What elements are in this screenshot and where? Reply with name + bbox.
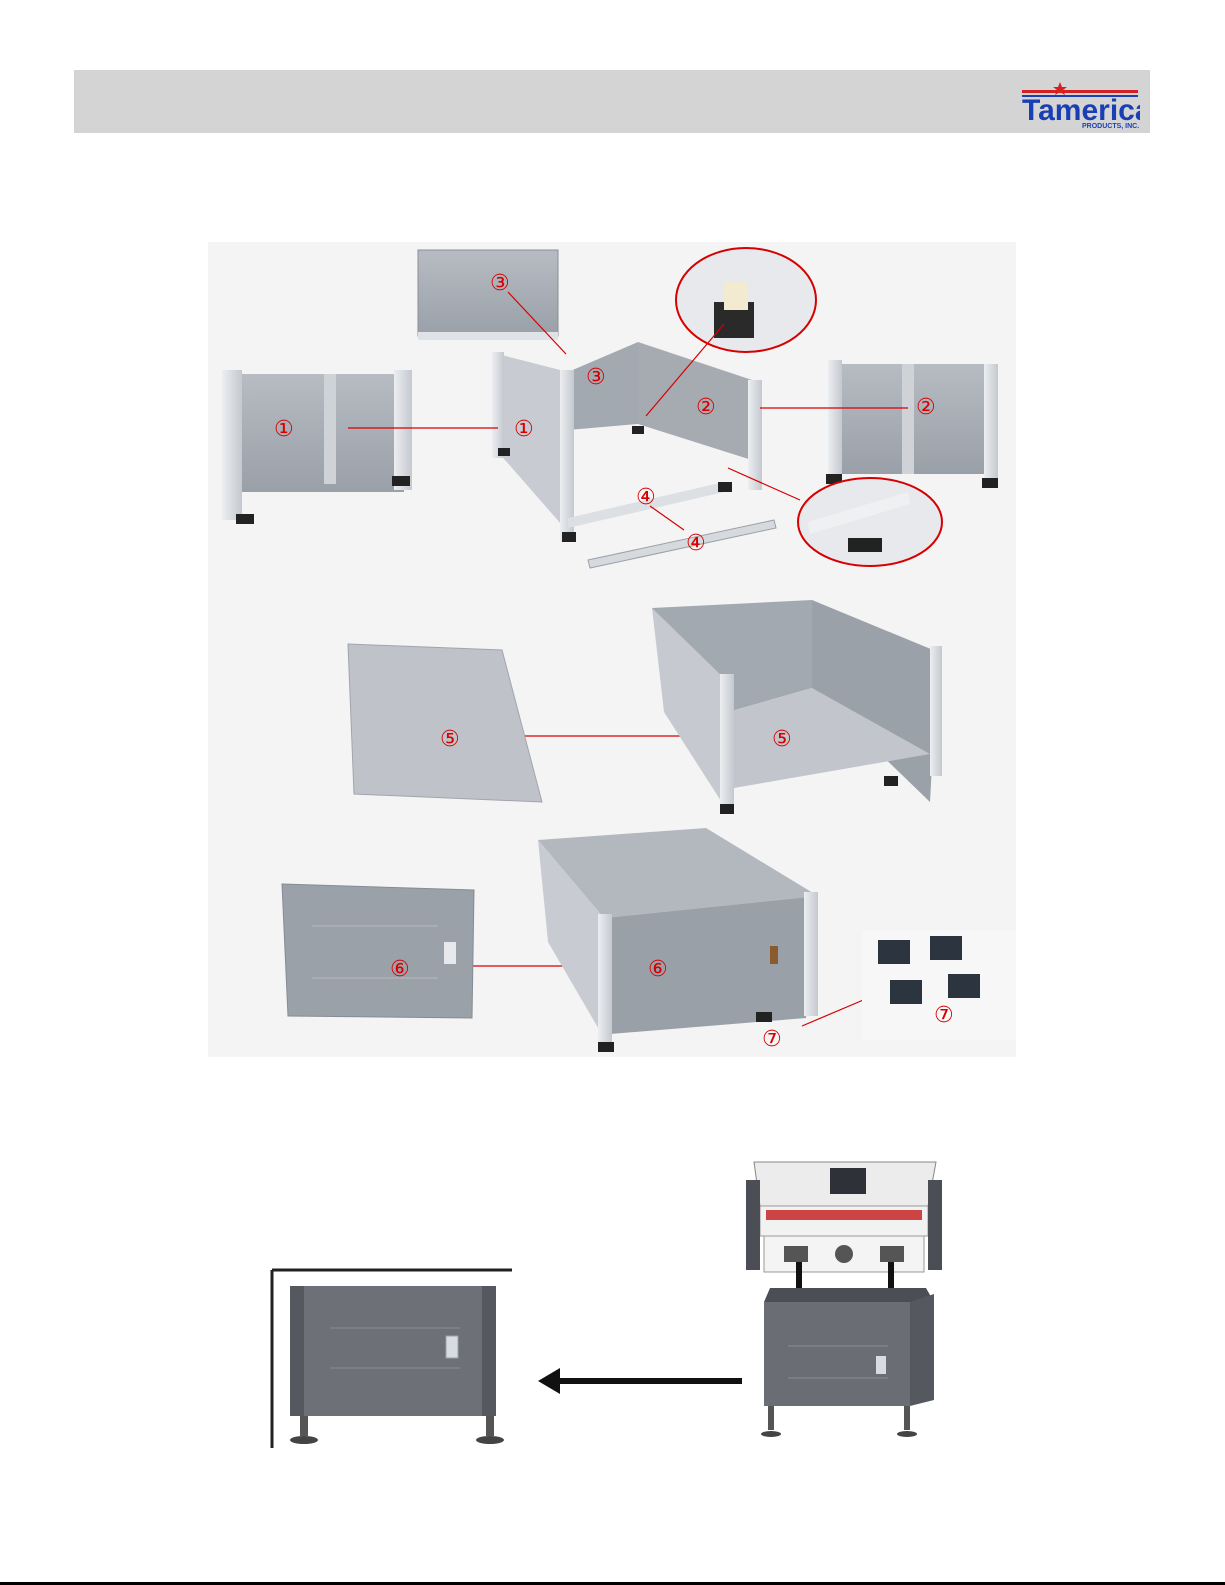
part-5-bottom-panel bbox=[348, 644, 542, 802]
part-2-side-panel bbox=[826, 360, 998, 488]
callout-3-top: ③ bbox=[490, 271, 510, 296]
callout-5-right: ⑤ bbox=[772, 727, 792, 752]
assembly-diagram: ① ① ③ ③ ② ② ④ ④ ⑤ ⑤ ⑥ ⑥ ⑦ ⑦ bbox=[208, 242, 1016, 1057]
frame-with-base bbox=[652, 600, 942, 814]
callout-5-left: ⑤ bbox=[440, 727, 460, 752]
callout-2-frame: ② bbox=[696, 395, 716, 420]
callout-2-right: ② bbox=[916, 395, 936, 420]
logo-subtext: PRODUCTS, INC. bbox=[1082, 123, 1139, 130]
callout-7-right: ⑦ bbox=[934, 1003, 954, 1028]
part-1-side-panel bbox=[222, 370, 412, 524]
callout-7-left: ⑦ bbox=[762, 1027, 782, 1052]
part-6-door-panel bbox=[282, 884, 474, 1018]
central-frame bbox=[492, 342, 762, 542]
callout-6-left: ⑥ bbox=[390, 957, 410, 982]
part-4-crossbar bbox=[588, 520, 776, 568]
closed-cabinet bbox=[538, 828, 818, 1052]
cabinet-front-view bbox=[290, 1286, 504, 1444]
callout-6-right: ⑥ bbox=[648, 957, 668, 982]
direction-arrow bbox=[538, 1368, 742, 1394]
callout-1-left: ① bbox=[274, 417, 294, 442]
cabinet-base bbox=[761, 1288, 934, 1437]
tamerica-logo: Tamerica PRODUCTS, INC. bbox=[1020, 76, 1140, 130]
callout-4-upper: ④ bbox=[636, 485, 656, 510]
header-bar: Tamerica PRODUCTS, INC. bbox=[74, 70, 1150, 133]
detail-circle-bottom bbox=[798, 478, 942, 566]
part-3-back-panel bbox=[418, 250, 558, 340]
callout-3-frame: ③ bbox=[586, 365, 606, 390]
detail-circle-top bbox=[676, 248, 816, 352]
paper-cutter-machine bbox=[746, 1162, 942, 1304]
installation-diagram bbox=[260, 1150, 960, 1460]
callout-4-lower: ④ bbox=[686, 531, 706, 556]
callout-1-right: ① bbox=[514, 417, 534, 442]
